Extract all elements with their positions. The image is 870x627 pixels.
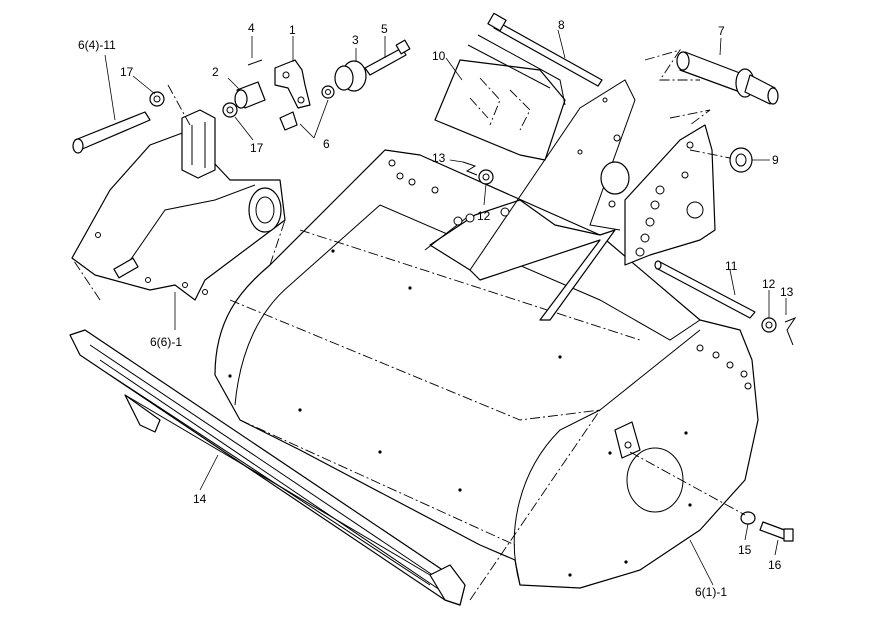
washer-17-right [222, 102, 238, 118]
inner-frame [424, 79, 716, 321]
callout-labels: 1 2 3 4 5 6 7 8 9 10 11 12 12 13 13 14 1… [78, 18, 794, 599]
callout-6-4-11: 6(4)-11 [78, 38, 116, 52]
callout-3: 3 [352, 33, 359, 47]
bracket-1 [274, 59, 311, 109]
small-parts-group [72, 39, 411, 154]
callout-14: 14 [193, 492, 207, 506]
callout-8: 8 [558, 18, 565, 32]
callout-2: 2 [212, 65, 219, 79]
washer-12-lower [761, 317, 777, 333]
bushing-9 [729, 147, 753, 173]
callout-7: 7 [718, 24, 725, 38]
pin-13-lower [784, 316, 797, 346]
pin-4 [247, 59, 263, 66]
callout-9: 9 [772, 153, 779, 167]
bolt-6-4-11 [74, 111, 151, 151]
pin-13-upper [462, 161, 478, 176]
assembly-lines [71, 49, 746, 601]
rod-11 [654, 260, 756, 319]
shaft-7 [676, 51, 779, 105]
bracket-6-6-1 [71, 109, 286, 301]
callout-17-left: 17 [120, 65, 134, 79]
callout-17-right: 17 [250, 141, 264, 155]
callout-15: 15 [738, 543, 752, 557]
callout-6-6-1: 6(6)-1 [150, 335, 182, 349]
callout-4: 4 [248, 21, 255, 35]
callout-12-upper: 12 [477, 209, 491, 223]
callout-6-1-1: 6(1)-1 [695, 585, 727, 599]
callout-13-lower: 13 [780, 285, 794, 299]
callout-11: 11 [725, 259, 738, 273]
callout-1: 1 [289, 23, 296, 37]
side-bracket [614, 421, 641, 459]
callout-5: 5 [381, 22, 388, 36]
callout-6: 6 [323, 137, 330, 151]
guard-plate-10 [434, 34, 566, 161]
washer-17-left [149, 91, 165, 107]
fasteners-15-16 [740, 511, 794, 542]
long-bolt-8 [487, 12, 603, 87]
callout-16: 16 [768, 558, 782, 572]
callout-12-lower: 12 [762, 277, 776, 291]
rack-14 [69, 329, 466, 606]
washer-12-upper [478, 169, 494, 185]
nut-6 [279, 111, 298, 131]
leader-lines [104, 29, 787, 586]
callout-13-upper: 13 [432, 151, 446, 165]
callout-10: 10 [432, 49, 446, 63]
hopper-body [214, 149, 759, 589]
bolt-5 [364, 47, 407, 76]
